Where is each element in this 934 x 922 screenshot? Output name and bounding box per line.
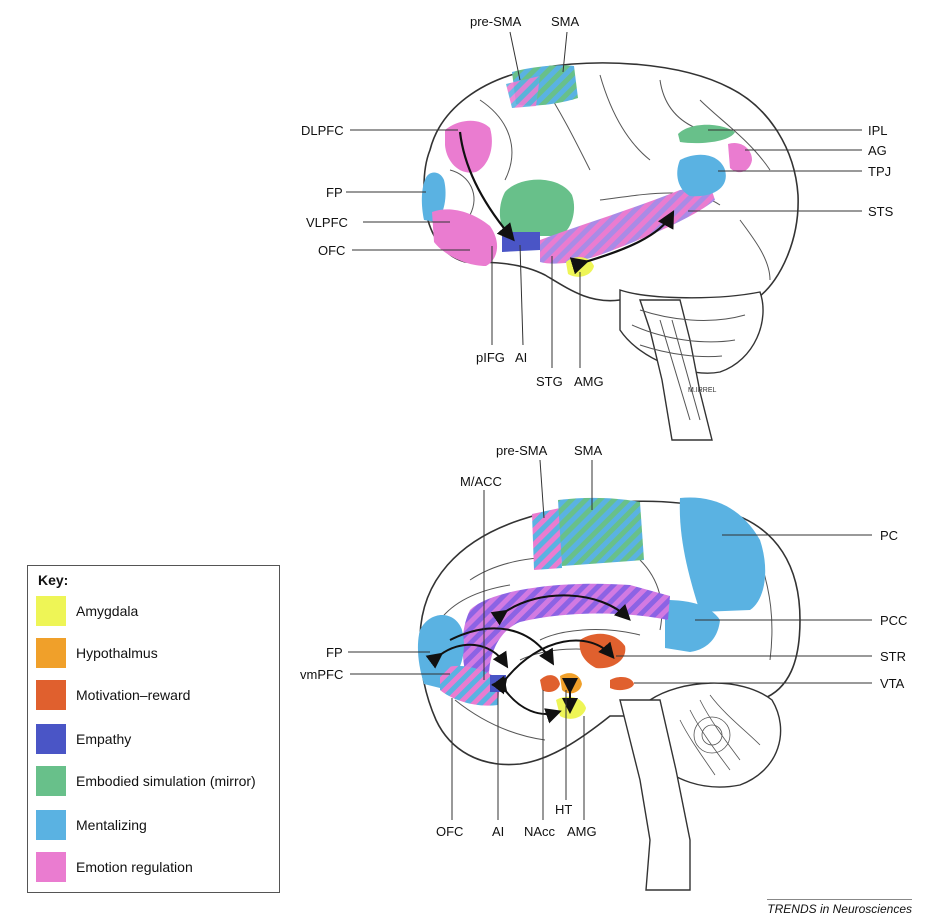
medial-brain: pre-SMA SMA M/ACC PC PCC FP vmPFC STR VT… bbox=[300, 443, 907, 890]
medial-label-ht: HT bbox=[555, 802, 572, 817]
lateral-label-vlpfc: VLPFC bbox=[306, 215, 348, 230]
legend-item-emotion-regulation: Emotion regulation bbox=[36, 852, 276, 882]
lateral-label-sts: STS bbox=[868, 204, 894, 219]
legend-swatch-empathy bbox=[36, 724, 66, 754]
medial-label-macc: M/ACC bbox=[460, 474, 502, 489]
legend-label-mentalizing: Mentalizing bbox=[76, 817, 147, 833]
artist-signature: M.IRREL bbox=[688, 387, 717, 394]
legend-label-amygdala: Amygdala bbox=[76, 603, 138, 619]
medial-label-pc: PC bbox=[880, 528, 898, 543]
lateral-brain: pre-SMA SMA DLPFC FP VLPFC OFC pIFG AI S… bbox=[301, 14, 894, 440]
medial-label-pre-sma: pre-SMA bbox=[496, 443, 548, 458]
lateral-label-ai: AI bbox=[515, 350, 527, 365]
legend-label-hypothalmus: Hypothalmus bbox=[76, 645, 158, 661]
legend-swatch-motivation-reward bbox=[36, 680, 66, 710]
medial-label-ai: AI bbox=[492, 824, 504, 839]
lateral-label-ag: AG bbox=[868, 143, 887, 158]
legend-item-empathy: Empathy bbox=[36, 724, 276, 754]
medial-label-pcc: PCC bbox=[880, 613, 907, 628]
legend-item-motivation-reward: Motivation–reward bbox=[36, 680, 276, 710]
medial-label-fp: FP bbox=[326, 645, 343, 660]
lateral-label-pre-sma: pre-SMA bbox=[470, 14, 522, 29]
legend-title: Key: bbox=[38, 572, 68, 588]
lateral-label-stg: STG bbox=[536, 374, 563, 389]
medial-label-vmpfc: vmPFC bbox=[300, 667, 343, 682]
legend-item-amygdala: Amygdala bbox=[36, 596, 276, 626]
lateral-label-ofc: OFC bbox=[318, 243, 345, 258]
lateral-green-region bbox=[500, 180, 574, 236]
legend-item-mentalizing: Mentalizing bbox=[36, 810, 276, 840]
lateral-label-dlpfc: DLPFC bbox=[301, 123, 344, 138]
medial-label-sma: SMA bbox=[574, 443, 603, 458]
lateral-label-amg: AMG bbox=[574, 374, 604, 389]
legend-swatch-amygdala bbox=[36, 596, 66, 626]
legend-item-hypothalmus: Hypothalmus bbox=[36, 638, 276, 668]
lateral-ai-region bbox=[502, 232, 540, 252]
legend-swatch-hypothalmus bbox=[36, 638, 66, 668]
legend-swatch-mentalizing bbox=[36, 810, 66, 840]
medial-label-ofc: OFC bbox=[436, 824, 463, 839]
legend-swatch-emotion-regulation bbox=[36, 852, 66, 882]
legend-swatch-embodied-simulation bbox=[36, 766, 66, 796]
medial-label-amg: AMG bbox=[567, 824, 597, 839]
lateral-label-pifg: pIFG bbox=[476, 350, 505, 365]
medial-label-vta: VTA bbox=[880, 676, 905, 691]
medial-sma-region bbox=[558, 498, 644, 566]
legend-label-motivation-reward: Motivation–reward bbox=[76, 687, 190, 703]
figure-credit: TRENDS in Neurosciences bbox=[767, 899, 912, 916]
legend-item-embodied-simulation: Embodied simulation (mirror) bbox=[36, 766, 276, 796]
legend-label-emotion-regulation: Emotion regulation bbox=[76, 859, 193, 875]
lateral-label-ipl: IPL bbox=[868, 123, 888, 138]
medial-label-nacc: NAcc bbox=[524, 824, 556, 839]
legend-key: Key: Amygdala Hypothalmus Motivation–rew… bbox=[27, 565, 280, 893]
legend-label-embodied-simulation: Embodied simulation (mirror) bbox=[76, 773, 256, 789]
legend-label-empathy: Empathy bbox=[76, 731, 131, 747]
lateral-label-tpj: TPJ bbox=[868, 164, 891, 179]
medial-pre-sma-region bbox=[532, 508, 562, 570]
medial-label-str: STR bbox=[880, 649, 906, 664]
lateral-label-sma: SMA bbox=[551, 14, 580, 29]
lateral-label-fp: FP bbox=[326, 185, 343, 200]
medial-ai-region bbox=[490, 675, 506, 692]
